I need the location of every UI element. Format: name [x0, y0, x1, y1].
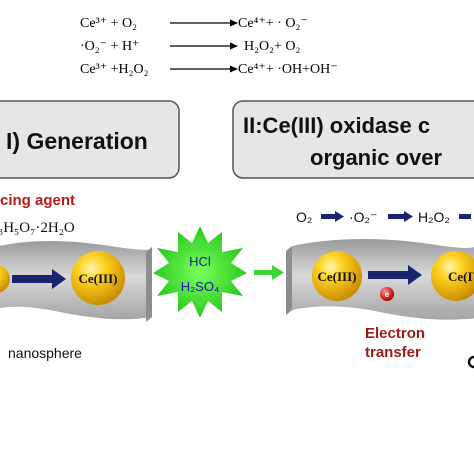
citrate-formula: ₃H₅O₇·2H₂O: [0, 220, 75, 236]
ce3-sphere-right: [312, 251, 362, 301]
oxidation-arrowhead: [408, 265, 422, 285]
acid-h2so4: H₂SO₄: [181, 279, 220, 294]
pathway-h2o2: H₂O₂: [418, 209, 450, 225]
oxidase-title-line-2: organic over: [310, 145, 442, 170]
generation-title: I) Generation: [6, 128, 148, 154]
equation-3-right: Ce⁴⁺+ ·OH+OH⁻: [238, 62, 338, 77]
equation-2-right: H₂O₂+ O₂: [244, 39, 300, 54]
oxidase-title-line-1: II:Ce(III) oxidase c: [243, 113, 430, 138]
equations: Ce³⁺ + O₂ Ce⁴⁺+ · O₂⁻ ·O₂⁻ + H⁺ H₂O₂+ O₂…: [80, 16, 338, 77]
equation-3-arrowhead: [230, 65, 238, 73]
green-transition-arrow: [254, 270, 272, 275]
pathway-arrow-1: [321, 214, 335, 219]
ce3-sphere-left-label: Ce(III): [79, 271, 118, 286]
acid-hcl: HCl: [189, 254, 211, 269]
left-substrate-edge: [146, 247, 152, 322]
electron-transfer-line-1: Electron: [365, 325, 425, 342]
equation-3-left: Ce³⁺ +H₂O₂: [80, 62, 149, 77]
equation-2-arrowhead: [230, 42, 238, 50]
pathway-arrow-3: [459, 214, 471, 219]
equation-1-right: Ce⁴⁺+ · O₂⁻: [238, 16, 308, 31]
reducing-agent-label: cing agent: [0, 192, 75, 209]
oxygen-pathway: O₂ ·O₂⁻ H₂O₂: [296, 209, 471, 225]
electron-transfer-line-2: transfer: [365, 344, 421, 361]
ce4-sphere-label: Ce(IV: [448, 269, 474, 284]
electron-ball: [380, 287, 394, 301]
right-substrate-edge: [286, 246, 292, 315]
ce3-sphere-left: [71, 251, 125, 305]
left-reduction-arrow: [12, 275, 52, 283]
green-transition-arrowhead: [272, 265, 284, 280]
pathway-arrowhead-2: [404, 211, 413, 222]
pathway-arrow-2: [388, 214, 404, 219]
ce4-sphere: [431, 251, 474, 301]
edge-partial-glyph: [467, 355, 474, 369]
pathway-arrowhead-1: [335, 211, 344, 222]
ce3-sphere-right-label: Ce(III): [318, 269, 357, 284]
pathway-superoxide: ·O₂⁻: [349, 209, 377, 225]
equation-1-left: Ce³⁺ + O₂: [80, 16, 137, 31]
acid-star-burst: [153, 226, 247, 318]
pathway-o2: O₂: [296, 209, 312, 225]
oxidation-arrow: [368, 271, 408, 279]
electron-symbol: e: [385, 290, 390, 299]
left-reduction-arrowhead: [52, 269, 66, 289]
oxidase-title-box: [232, 100, 474, 179]
left-partial-sphere: [0, 265, 10, 293]
nanosphere-caption: nanosphere: [8, 345, 82, 361]
generation-title-box: [0, 100, 180, 179]
equation-1-arrowhead: [230, 19, 238, 27]
equation-2-left: ·O₂⁻ + H⁺: [80, 39, 139, 54]
